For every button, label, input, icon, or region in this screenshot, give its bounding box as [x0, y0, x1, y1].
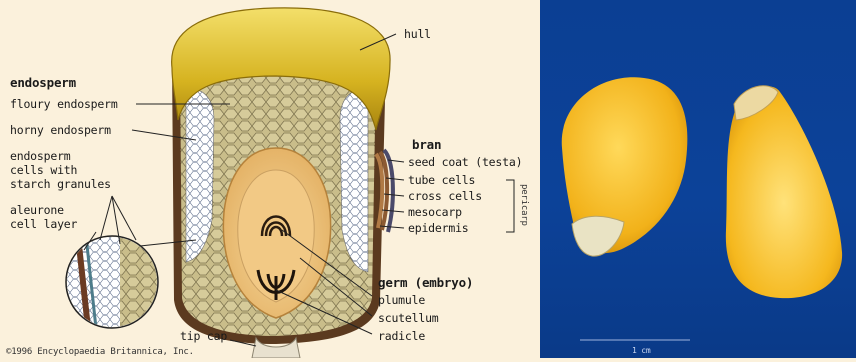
label-tip-cap: tip cap — [180, 330, 227, 343]
scale-label: 1 cm — [632, 344, 650, 357]
label-radicle: radicle — [378, 330, 425, 343]
label-hull: hull — [404, 28, 431, 41]
kernel-diagram-panel: hull endosperm floury endosperm horny en… — [0, 0, 540, 358]
label-plumule: plumule — [378, 294, 425, 307]
label-scutellum: scutellum — [378, 312, 439, 325]
label-endosperm-cells-3: starch granules — [10, 178, 111, 191]
label-horny-endosperm: horny endosperm — [10, 124, 111, 137]
label-epidermis: epidermis — [408, 222, 469, 235]
heading-bran: bran — [412, 138, 441, 151]
kernel-photo — [540, 0, 856, 358]
label-aleurone-1: aleurone — [10, 204, 64, 217]
label-pericarp: pericarp — [517, 184, 530, 226]
label-endosperm-cells-2: cells with — [10, 164, 77, 177]
label-tube-cells: tube cells — [408, 174, 475, 187]
aleurone-magnifier — [66, 236, 160, 328]
kernel-photo-panel: 1 cm — [540, 0, 856, 358]
heading-germ: germ (embryo) — [378, 276, 473, 289]
label-floury-endosperm: floury endosperm — [10, 98, 118, 111]
heading-endosperm: endosperm — [10, 76, 76, 89]
label-seed-coat: seed coat (testa) — [408, 156, 522, 169]
label-mesocarp: mesocarp — [408, 206, 462, 219]
label-endosperm-cells-1: endosperm — [10, 150, 71, 163]
copyright-notice: ©1996 Encyclopaedia Britannica, Inc. — [6, 346, 194, 359]
label-aleurone-2: cell layer — [10, 218, 77, 231]
label-cross-cells: cross cells — [408, 190, 482, 203]
